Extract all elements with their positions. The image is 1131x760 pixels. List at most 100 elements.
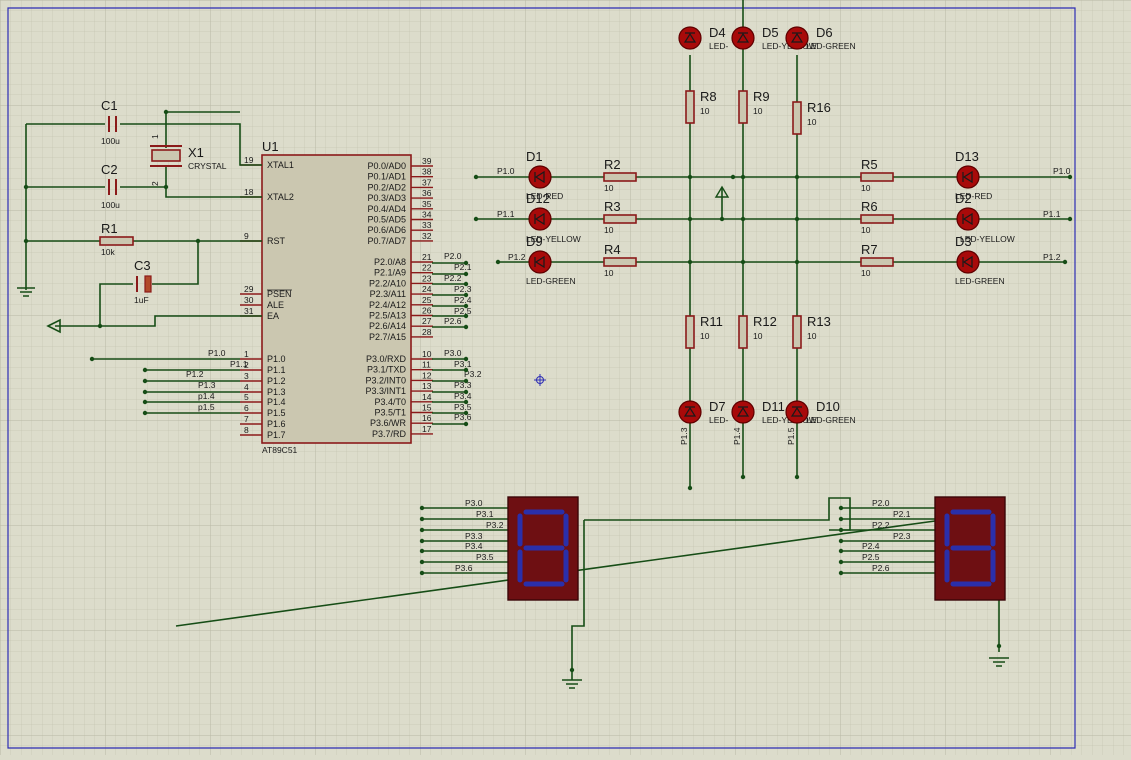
svg-text:P1.2: P1.2 (508, 252, 526, 262)
junction-dot (794, 259, 800, 265)
resistor-ref: R9 (753, 89, 770, 104)
ground-symbol-disp2 (989, 657, 1009, 667)
junction-dot (463, 324, 469, 330)
pin-number: 11 (422, 360, 431, 370)
junction-dot (838, 559, 844, 565)
junction-dot (463, 271, 469, 277)
led-type: LED-YELLOW (526, 234, 581, 244)
svg-text:P3.6: P3.6 (455, 563, 473, 573)
junction-dot (740, 259, 746, 265)
svg-text:p1.5: p1.5 (198, 402, 215, 412)
svg-text:P3.2: P3.2 (464, 369, 482, 379)
capacitor-c2[interactable]: C2 100u (101, 162, 120, 210)
pin-number: 14 (422, 392, 432, 402)
svg-text:2: 2 (150, 181, 160, 186)
resistor-value: 10 (861, 225, 871, 235)
port3-net-labels: P3.0 P3.1 P3.2 P3.3 P3.4 P3.5 P3.6 (444, 348, 482, 422)
svg-text:P2.4: P2.4 (862, 541, 880, 551)
junction-dot (89, 356, 95, 362)
crystal-x1[interactable]: X1 CRYSTAL 1 2 (150, 134, 227, 186)
resistor-value: 10 (700, 331, 710, 341)
resistor-r1[interactable]: R1 10k (99, 221, 134, 257)
pin-name: ALE (267, 300, 284, 310)
port2-net-labels: P2.0 P2.1 P2.2 P2.3 P2.4 P2.5 P2.6 (444, 251, 472, 326)
led-type: LED- (709, 415, 729, 425)
svg-text:100u: 100u (101, 200, 120, 210)
pin-number: 3 (244, 371, 249, 381)
pin-number: 1 (244, 349, 249, 359)
led-ref: D6 (816, 25, 833, 40)
svg-text:P2.1: P2.1 (454, 262, 472, 272)
oscillator-wires (25, 111, 262, 327)
junction-dot (569, 667, 575, 673)
junction-dot (463, 281, 469, 287)
mcu-ref: U1 (262, 139, 279, 154)
pin-name: P2.0/A8 (374, 257, 406, 267)
seven-segment-display-right[interactable] (934, 496, 1006, 601)
junction-dot (142, 367, 148, 373)
svg-text:1uF: 1uF (134, 295, 149, 305)
pin-name: RST (267, 236, 286, 246)
resistor-ref: R4 (604, 242, 621, 257)
seven-segment-display-left[interactable] (507, 496, 579, 601)
led-type: LED- (709, 41, 729, 51)
junction-dot (419, 548, 425, 554)
capacitor-c1[interactable]: C1 100u (101, 98, 120, 146)
pin-number: 19 (244, 155, 254, 165)
led-type: LED-RED (955, 191, 992, 201)
led-ref: D9 (526, 234, 543, 249)
pin-name: P0.0/AD0 (367, 161, 406, 171)
led-ref: D10 (816, 399, 840, 414)
pin-number: 27 (422, 316, 432, 326)
ground-symbol-osc (17, 287, 35, 297)
led-type: LED-GREEN (806, 41, 856, 51)
pin-number: 30 (244, 295, 254, 305)
pin-number: 5 (244, 392, 249, 402)
junction-dot (838, 527, 844, 533)
pin-name: P1.1 (267, 365, 286, 375)
pin-name: P0.1/AD1 (367, 172, 406, 182)
junction-dot (838, 505, 844, 511)
svg-text:P2.0: P2.0 (444, 251, 462, 261)
junction-dot (463, 410, 469, 416)
junction-dot (687, 259, 693, 265)
junction-dot (142, 399, 148, 405)
pin-name: P1.3 (267, 387, 286, 397)
junction-dot (419, 538, 425, 544)
junction-dot (1067, 216, 1073, 222)
resistor-value: 10 (753, 106, 763, 116)
svg-text:p1.4: p1.4 (198, 391, 215, 401)
resistor-value: 10 (753, 331, 763, 341)
capacitor-c3[interactable]: C3 1uF (134, 258, 152, 305)
svg-text:P2.6: P2.6 (872, 563, 890, 573)
pin-number: 26 (422, 306, 432, 316)
junction-dot (463, 389, 469, 395)
pin-name: P1.6 (267, 419, 286, 429)
pin-name: P2.5/A13 (369, 311, 406, 321)
